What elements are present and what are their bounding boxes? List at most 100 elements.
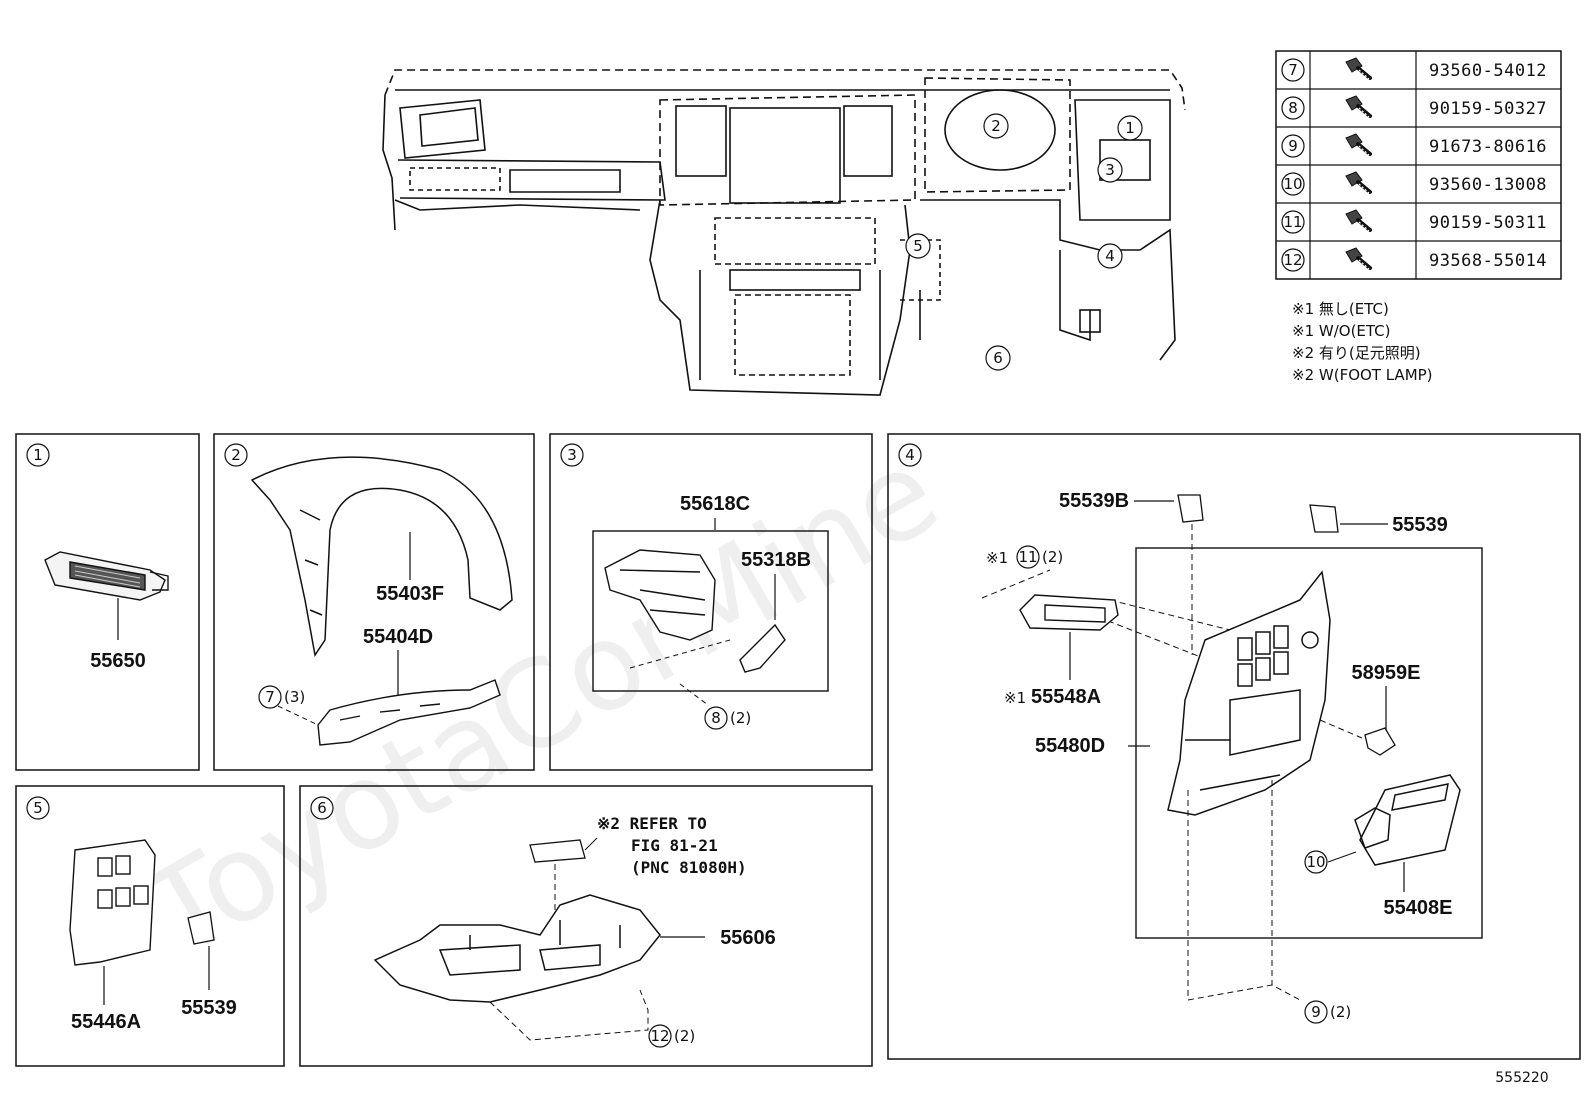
bolt-icon — [1345, 209, 1372, 232]
svg-text:(2): (2) — [730, 709, 751, 727]
bolt-row-7[interactable]: 7 93560-54012 — [1281, 57, 1547, 82]
refer-line-1: ※2 REFER TO — [597, 814, 707, 833]
svg-text:6: 6 — [993, 349, 1003, 367]
bolt-10-callout[interactable]: 10 — [1304, 850, 1328, 874]
panel-1-ref: 1 — [33, 446, 43, 464]
callout-4[interactable]: 4 — [1097, 243, 1123, 269]
overview-callouts: 1 2 3 4 5 6 — [905, 113, 1143, 371]
part-55539B[interactable]: 55539B — [1059, 490, 1129, 512]
panel-5-ref: 5 — [33, 799, 43, 817]
bolt-row-9[interactable]: 9 91673-80616 — [1281, 133, 1547, 158]
bolt-icon — [1345, 247, 1372, 270]
part-55539[interactable]: 55539 — [1392, 514, 1448, 536]
panel-2: 2 55403F 55404D 7 (3) — [213, 433, 535, 771]
part-55404D[interactable]: 55404D — [363, 626, 433, 648]
refer-line-3: (PNC 81080H) — [631, 858, 747, 877]
callout-5[interactable]: 5 — [905, 233, 931, 259]
note-2: ※1 W/O(ETC) — [1292, 322, 1391, 340]
svg-text:(2): (2) — [674, 1027, 695, 1045]
dashboard-overview — [382, 69, 1186, 396]
diagram-id: 555220 — [1495, 1070, 1548, 1086]
note-4: ※2 W(FOOT LAMP) — [1292, 366, 1433, 384]
bolt-icon — [1345, 95, 1372, 118]
bolt-12-callout[interactable]: 12 (2) — [648, 1024, 695, 1048]
bolt-ref: 8 — [1288, 99, 1298, 117]
svg-text:2: 2 — [991, 117, 1001, 135]
bolt-8-callout[interactable]: 8 (2) — [704, 706, 751, 730]
part-55650[interactable]: 55650 — [90, 650, 146, 672]
svg-text:11: 11 — [1018, 548, 1037, 566]
callout-1[interactable]: 1 — [1117, 115, 1143, 141]
under-cover-icon — [373, 894, 661, 1003]
bolt-row-10[interactable]: 10 93560-13008 — [1281, 171, 1547, 196]
part-55446A[interactable]: 55446A — [71, 1011, 141, 1033]
part-55606[interactable]: 55606 — [720, 927, 776, 949]
panel-5: 5 55446A 55539 — [15, 785, 285, 1067]
bolt-row-11[interactable]: 11 90159-50311 — [1281, 209, 1547, 234]
panel-6: 6 ※2 REFER TO FIG 81-21 (PNC 81080H) 556… — [299, 785, 873, 1067]
panel-2-ref: 2 — [231, 446, 241, 464]
bolt-ref: 10 — [1283, 175, 1302, 193]
svg-text:5: 5 — [913, 237, 923, 255]
notes: ※1 無し(ETC) ※1 W/O(ETC) ※2 有り(足元照明) ※2 W(… — [1292, 300, 1433, 384]
svg-text:1: 1 — [1125, 119, 1135, 137]
switch-bezel-icon — [69, 839, 156, 966]
part-55548A[interactable]: 55548A — [1031, 686, 1101, 708]
bolt-11-callout[interactable]: 11 (2) — [1016, 545, 1063, 569]
svg-text:(2): (2) — [1042, 548, 1063, 566]
bolt-part-number: 93560-54012 — [1429, 61, 1547, 81]
panel-6-ref: 6 — [317, 799, 327, 817]
bolt-icon — [1345, 171, 1372, 194]
panel-4-ref: 4 — [905, 446, 915, 464]
bolt-part-number: 90159-50327 — [1429, 99, 1547, 119]
bolt-table — [1275, 50, 1562, 280]
svg-text:4: 4 — [1105, 247, 1115, 265]
svg-text:9: 9 — [1311, 1003, 1321, 1021]
bolt-9-callout[interactable]: 9 (2) — [1304, 1000, 1351, 1024]
panel-4: 4 55539B 55539 ※1 11 (2) ※1 55548A 55480… — [887, 433, 1581, 1060]
etc-bracket-icon — [1019, 594, 1119, 631]
bolt-part-number: 93560-13008 — [1429, 175, 1547, 195]
callout-3[interactable]: 3 — [1097, 157, 1123, 183]
bolt-icon — [1345, 57, 1372, 80]
part-55539-b[interactable]: 55539 — [181, 997, 237, 1019]
bolt-ref: 11 — [1283, 213, 1302, 231]
bolt-ref: 12 — [1283, 251, 1302, 269]
part-55618C[interactable]: 55618C — [680, 493, 750, 515]
lower-finish-panel-icon — [1167, 570, 1331, 816]
panel-3: 3 55618C 55318B 8 (2) — [549, 433, 873, 771]
note-11: ※1 — [986, 549, 1008, 567]
switch-cap-icon-2 — [1309, 504, 1339, 533]
bolt-icon — [1345, 133, 1372, 156]
svg-text:3: 3 — [1105, 161, 1115, 179]
note-548: ※1 — [1004, 689, 1026, 707]
coin-box-icon — [1354, 774, 1461, 866]
switch-cap-icon — [1177, 494, 1204, 523]
note-3: ※2 有り(足元照明) — [1292, 344, 1421, 362]
part-55408E[interactable]: 55408E — [1384, 897, 1453, 919]
bolt-row-8[interactable]: 8 90159-50327 — [1281, 95, 1547, 120]
part-55480D[interactable]: 55480D — [1035, 735, 1105, 757]
note-1: ※1 無し(ETC) — [1292, 300, 1389, 318]
bolt-ref: 9 — [1288, 137, 1298, 155]
vent-55650-icon — [44, 551, 169, 601]
bolt-part-number: 90159-50311 — [1429, 213, 1547, 233]
svg-text:7: 7 — [265, 688, 275, 706]
bolt-part-number: 91673-80616 — [1429, 137, 1547, 157]
panel-3-ref: 3 — [567, 446, 577, 464]
part-58959E[interactable]: 58959E — [1352, 662, 1421, 684]
refer-line-2: FIG 81-21 — [631, 836, 718, 855]
foot-lamp-icon — [529, 839, 586, 863]
svg-text:(2): (2) — [1330, 1003, 1351, 1021]
bolt-7-callout[interactable]: 7 (3) — [258, 685, 305, 709]
callout-2[interactable]: 2 — [983, 113, 1009, 139]
part-55318B[interactable]: 55318B — [741, 549, 811, 571]
bolt-ref: 7 — [1288, 61, 1298, 79]
lower-panel-icon — [317, 679, 501, 746]
callout-6[interactable]: 6 — [985, 345, 1011, 371]
watermark: ToyotaCorMine — [124, 422, 961, 985]
part-55403F[interactable]: 55403F — [376, 583, 444, 605]
clip-icon — [1364, 727, 1396, 756]
